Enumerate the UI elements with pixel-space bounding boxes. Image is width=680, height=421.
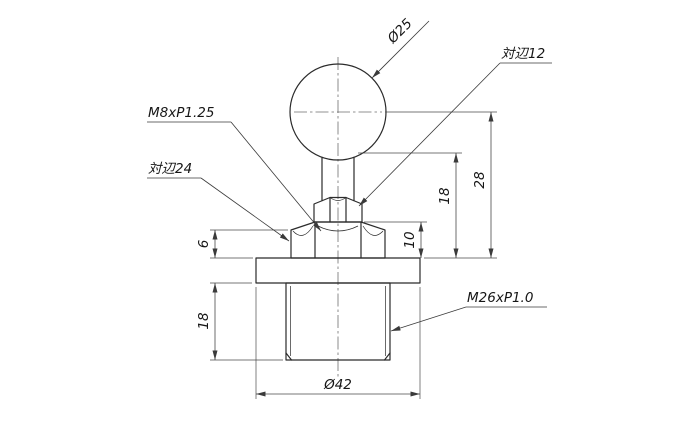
leader-ball-diameter bbox=[371, 20, 430, 79]
centerlines bbox=[294, 57, 382, 377]
label-nut-across-flats: 対辺12 bbox=[501, 46, 545, 62]
label-dim-shank-height: 18 bbox=[437, 187, 453, 204]
leader-lines bbox=[147, 20, 552, 332]
leader-nut-across-flats bbox=[358, 62, 501, 207]
label-ball-diameter: Ø25 bbox=[384, 16, 416, 48]
label-dim-ball-center-height: 28 bbox=[472, 171, 488, 188]
small-hex-nut-chamfer-arc bbox=[329, 197, 347, 201]
dimension-lines bbox=[212, 112, 494, 397]
label-stud-thread: M8xP1.25 bbox=[148, 105, 214, 121]
stud-shank-lines bbox=[321, 156, 355, 202]
thread-chamfer-lines bbox=[285, 352, 391, 361]
threaded-body-outline bbox=[285, 282, 391, 361]
label-dim-hex-height: 6 bbox=[196, 240, 212, 249]
leader-body-thread bbox=[390, 306, 467, 332]
label-body-thread: M26xP1.0 bbox=[467, 290, 533, 306]
leader-hex-across-flats bbox=[200, 177, 290, 242]
leader-stud-thread bbox=[230, 121, 322, 232]
label-dim-body-length: 18 bbox=[196, 312, 212, 329]
thread-root-lines bbox=[290, 286, 386, 356]
label-dim-nut-offset: 10 bbox=[402, 231, 418, 248]
label-hex-across-flats: 対辺24 bbox=[148, 161, 192, 177]
label-flange-diameter: Ø42 bbox=[323, 377, 352, 393]
small-hex-nut-face-lines bbox=[329, 196, 347, 223]
extension-lines bbox=[210, 111, 497, 399]
large-hex-chamfer-arcs bbox=[292, 225, 384, 236]
